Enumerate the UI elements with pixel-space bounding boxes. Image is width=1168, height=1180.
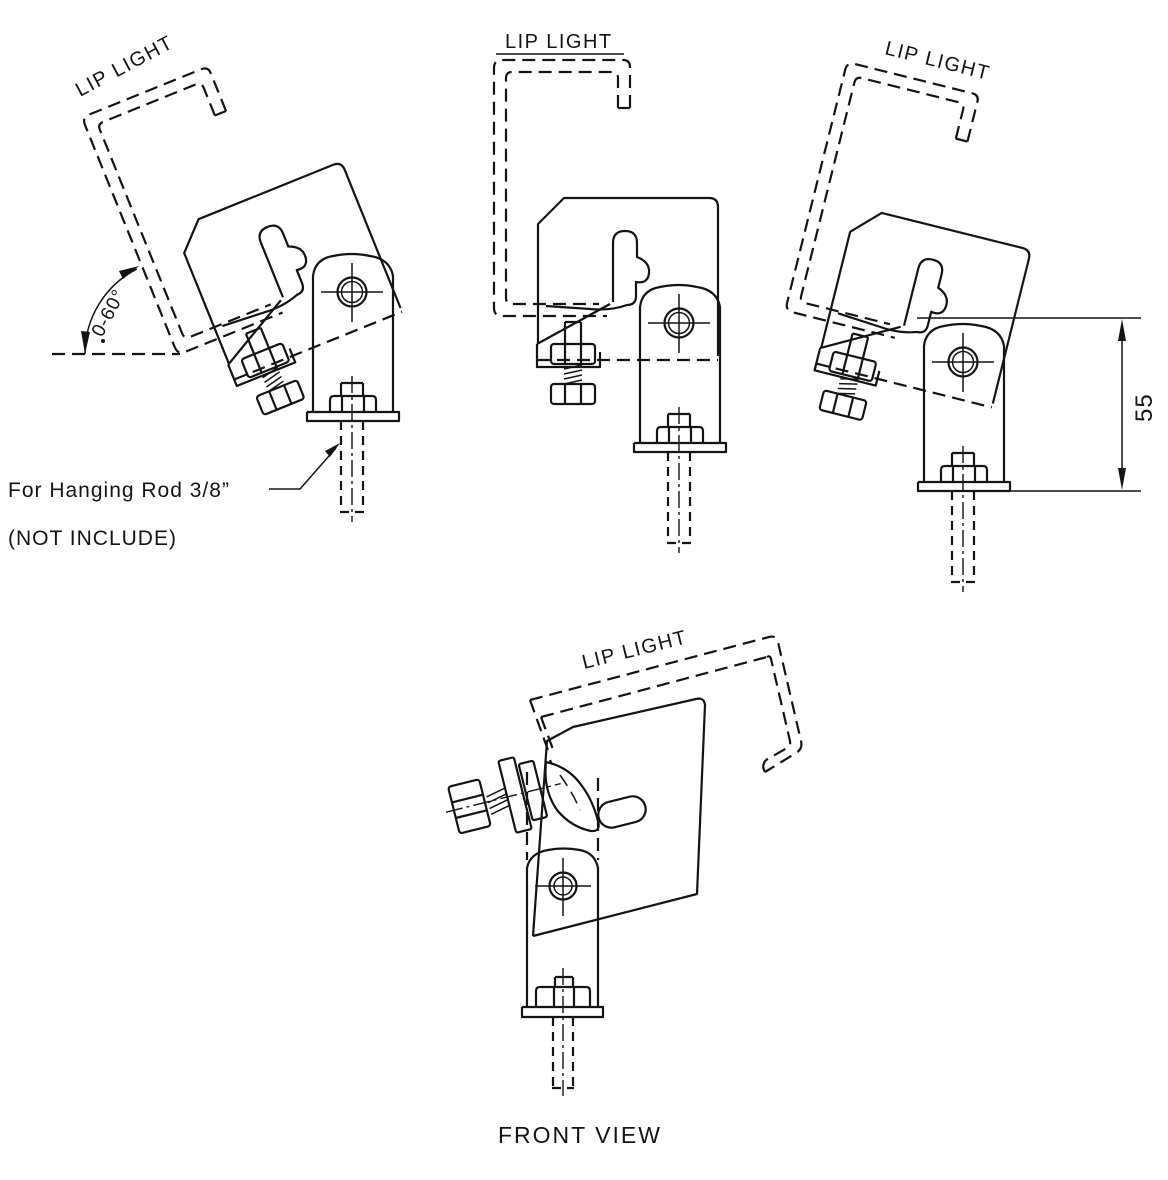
channel-outline — [528, 635, 803, 780]
clamp-body — [531, 697, 707, 938]
rod-bracket — [305, 252, 401, 524]
hook-slot — [597, 795, 647, 829]
lip-light-label-front: LIP LIGHT — [580, 626, 690, 673]
view-tilted-right: 55 LIP LIGHT — [784, 38, 1158, 594]
rod-bracket — [632, 283, 728, 555]
lip-light-label-upright: LIP LIGHT — [505, 31, 613, 53]
angle-vertex-dot — [101, 339, 105, 343]
front-view-caption: FRONT VIEW — [498, 1122, 662, 1148]
rod-bracket — [520, 772, 605, 1096]
dimension-arrowhead-top — [1118, 319, 1126, 341]
view-front: LIP LIGHT FRONT VIEW — [445, 626, 803, 1148]
clamp-body — [813, 205, 1033, 416]
angle-arc-arrowhead-top — [119, 266, 139, 279]
adjustment-screw — [549, 320, 597, 406]
adjustment-screw — [445, 756, 561, 834]
adjustment-screw — [818, 328, 883, 422]
hanging-rod-note-line1: For Hanging Rod 3/8” — [8, 479, 230, 502]
rod-bracket — [916, 322, 1012, 594]
lip-light-label-tilted-left: LIP LIGHT — [72, 31, 177, 101]
view-upright: LIP LIGHT — [492, 31, 728, 555]
dimension-arrowhead-bottom — [1118, 468, 1126, 490]
leader-arrowhead — [325, 443, 340, 457]
clamp-body — [172, 160, 406, 388]
angle-arc-arrowhead-bottom — [81, 331, 90, 354]
hook-tongue — [544, 760, 600, 833]
channel-outline — [784, 60, 981, 345]
lip-light-label-tilted-right: LIP LIGHT — [883, 38, 993, 85]
hanging-rod-leader — [269, 447, 337, 490]
hanging-rod-note-line2: (NOT INCLUDE) — [8, 527, 177, 550]
adjustment-screw — [231, 321, 306, 417]
height-dimension-label: 55 — [1131, 393, 1158, 422]
view-tilted-left: 0-60° LIP LIGHT For Hanging Rod 3/8” (NO… — [8, 31, 406, 550]
channel-outline — [492, 58, 632, 318]
